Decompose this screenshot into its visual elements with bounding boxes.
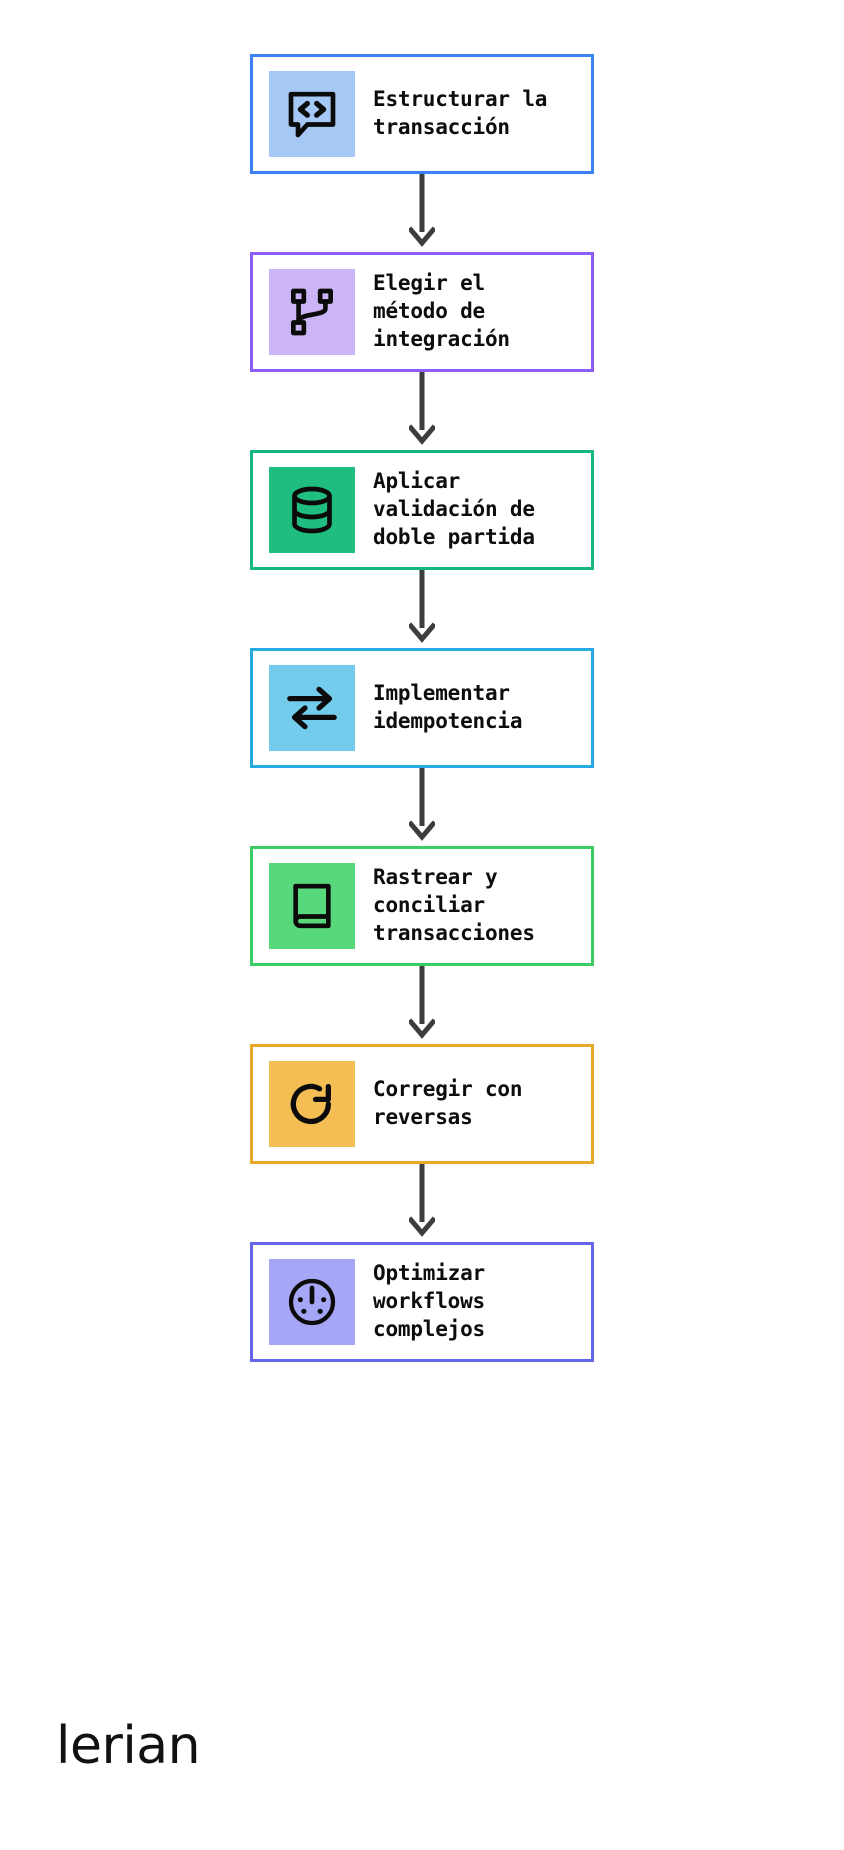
flow-step-2: Elegir el método de integración	[250, 252, 594, 372]
gauge-speedometer-icon	[269, 1259, 355, 1345]
flow-connector-arrow	[250, 768, 594, 846]
git-branch-icon	[269, 269, 355, 355]
flow-step-label: Implementar idempotencia	[373, 681, 523, 733]
flow-step-6: Corregir con reversas	[250, 1044, 594, 1164]
flow-step-label: Estructurar la transacción	[373, 87, 548, 139]
book-ledger-icon	[269, 863, 355, 949]
brand-logo: lerian	[56, 1716, 201, 1776]
flow-connector-arrow	[250, 372, 594, 450]
flow-connector-arrow	[250, 570, 594, 648]
brand-wordmark: lerian	[56, 1716, 201, 1776]
rotate-undo-icon	[269, 1061, 355, 1147]
flow-step-4: Implementar idempotencia	[250, 648, 594, 768]
flow-step-label: Corregir con reversas	[373, 1077, 523, 1129]
flow-connector-arrow	[250, 174, 594, 252]
flow-connector-arrow	[250, 966, 594, 1044]
flow-step-5: Rastrear y conciliar transacciones	[250, 846, 594, 966]
code-chat-bubble-icon	[269, 71, 355, 157]
flow-step-3: Aplicar validación de doble partida	[250, 450, 594, 570]
flow-step-label: Elegir el método de integración	[373, 271, 510, 351]
database-icon	[269, 467, 355, 553]
flow-step-label: Aplicar validación de doble partida	[373, 469, 535, 549]
bidirectional-arrows-icon	[269, 665, 355, 751]
flow-step-label: Rastrear y conciliar transacciones	[373, 865, 535, 945]
flow-step-label: Optimizar workflows complejos	[373, 1261, 485, 1341]
flow-connector-arrow	[250, 1164, 594, 1242]
flow-step-7: Optimizar workflows complejos	[250, 1242, 594, 1362]
flow-step-1: Estructurar la transacción	[250, 54, 594, 174]
